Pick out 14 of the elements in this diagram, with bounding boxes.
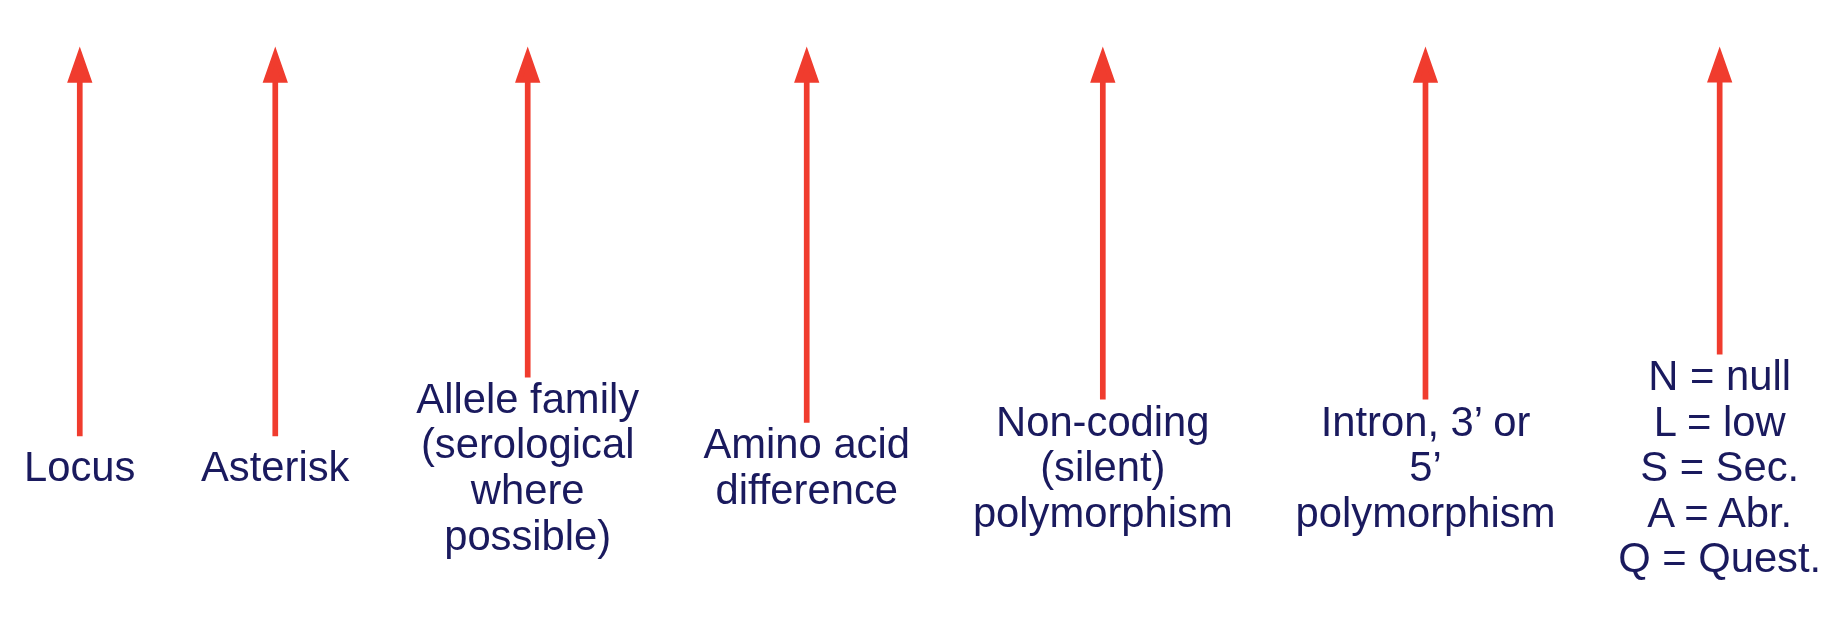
arrow (1707, 45, 1733, 355)
node-text: Allele family (serological where possible) (416, 374, 640, 559)
node-text: Amino acid difference (703, 419, 910, 513)
node-text: N = null L = low S = Sec. A = Abr. Q = Quest. (1618, 351, 1822, 581)
node-text: Locus (24, 442, 136, 490)
node-text: Intron, 3’ or 5’ polymorphism (1295, 397, 1556, 536)
node-text: Asterisk (201, 442, 350, 490)
arrow (794, 46, 820, 423)
arrow (1412, 46, 1439, 399)
arrow (1090, 46, 1116, 399)
node-text: Non-coding (silent) polymorphism (972, 397, 1233, 536)
arrow (262, 46, 288, 436)
arrow (515, 46, 541, 377)
arrow (67, 46, 93, 436)
